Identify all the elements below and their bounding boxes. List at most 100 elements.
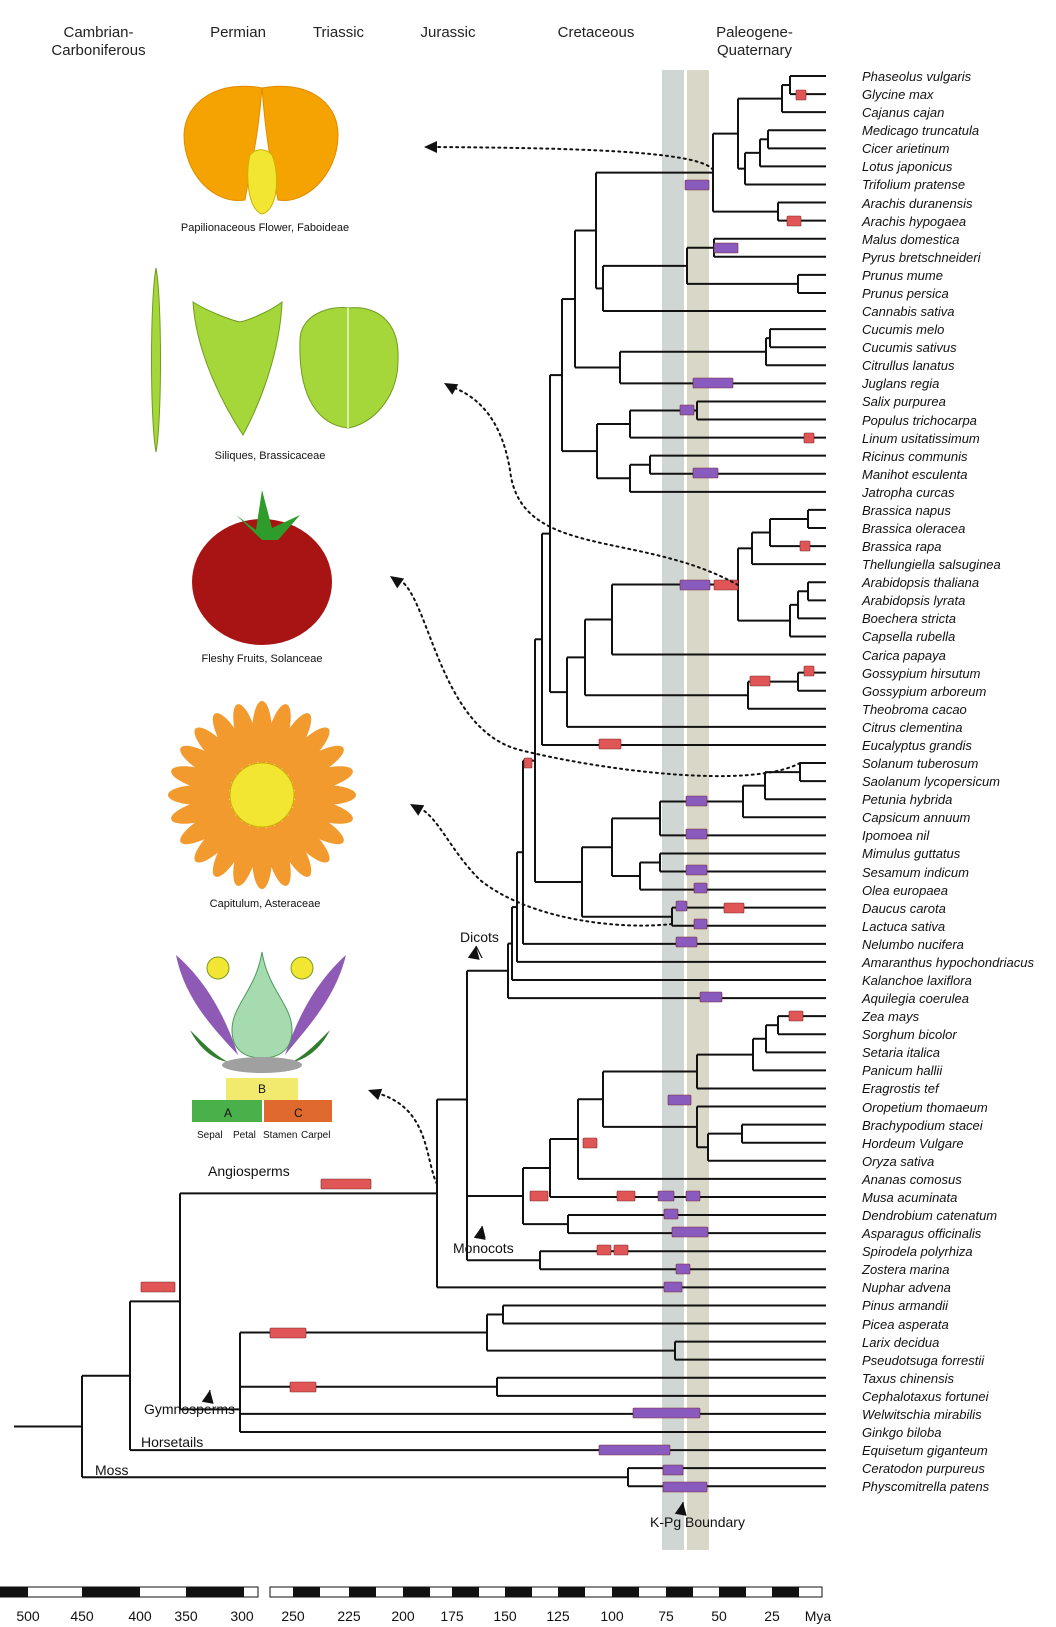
- red-duplication-marker: [597, 1245, 611, 1255]
- species-label: Linum usitatissimum: [862, 431, 980, 446]
- red-duplication-marker: [583, 1138, 597, 1148]
- scale-bar-segment: [452, 1587, 479, 1597]
- species-label: Brassica rapa: [862, 539, 941, 554]
- axis-tick-label: 450: [70, 1608, 93, 1624]
- species-label: Arabidopsis lyrata: [862, 593, 965, 608]
- species-label: Sesamum indicum: [862, 865, 969, 880]
- species-label: Taxus chinensis: [862, 1371, 954, 1386]
- axis-tick-label: 400: [128, 1608, 151, 1624]
- purple-duplication-marker: [633, 1408, 700, 1418]
- species-label: Phaseolus vulgaris: [862, 69, 971, 84]
- species-label: Solanum tuberosum: [862, 756, 978, 771]
- species-label: Asparagus officinalis: [862, 1226, 981, 1241]
- purple-duplication-marker: [663, 1482, 707, 1492]
- scale-bar-segment: [0, 1587, 28, 1597]
- species-label: Carica papaya: [862, 648, 946, 663]
- arrowhead-icon: [410, 804, 424, 816]
- purple-duplication-marker: [700, 992, 722, 1002]
- abc-stamen-label: Stamen: [263, 1130, 297, 1141]
- species-label: Hordeum Vulgare: [862, 1136, 964, 1151]
- scale-bar-segment: [403, 1587, 430, 1597]
- species-label: Citrus clementina: [862, 720, 962, 735]
- species-label: Boechera stricta: [862, 611, 956, 626]
- species-label: Zostera marina: [862, 1262, 949, 1277]
- dotted-arrow-legume: [436, 147, 713, 170]
- species-label: Malus domestica: [862, 232, 960, 247]
- purple-duplication-marker: [680, 405, 694, 415]
- abc-a-label: A: [224, 1106, 232, 1120]
- red-duplication-marker: [321, 1179, 371, 1189]
- purple-duplication-marker: [672, 1227, 708, 1237]
- species-label: Physcomitrella patens: [862, 1479, 989, 1494]
- carpel-icon: [232, 952, 292, 1058]
- species-label: Arabidopsis thaliana: [862, 575, 979, 590]
- purple-duplication-marker: [686, 1191, 700, 1201]
- species-label: Nelumbo nucifera: [862, 937, 964, 952]
- scale-bar-segment: [558, 1587, 585, 1597]
- species-label: Pinus armandii: [862, 1298, 948, 1313]
- species-label: Lotus japonicus: [862, 159, 952, 174]
- species-label: Eucalyptus grandis: [862, 738, 972, 753]
- species-label: Panicum hallii: [862, 1063, 942, 1078]
- pointer-head-icon: [468, 946, 480, 960]
- species-label: Equisetum giganteum: [862, 1443, 988, 1458]
- scale-bar-segment: [612, 1587, 639, 1597]
- species-label: Capsella rubella: [862, 629, 955, 644]
- species-label: Cicer arietinum: [862, 141, 949, 156]
- species-label: Picea asperata: [862, 1317, 949, 1332]
- red-duplication-marker: [787, 216, 801, 226]
- species-label: Oropetium thomaeum: [862, 1100, 988, 1115]
- species-label: Trifolium pratense: [862, 177, 965, 192]
- clade-horsetails: Horsetails: [141, 1434, 203, 1450]
- species-label: Eragrostis tef: [862, 1081, 939, 1096]
- abc-sepal-label: Sepal: [197, 1130, 223, 1141]
- axis-tick-label: 100: [600, 1608, 623, 1624]
- purple-duplication-marker: [693, 378, 733, 388]
- purple-duplication-marker: [693, 468, 718, 478]
- silicle-icon: [193, 302, 282, 435]
- axis-tick-label: 350: [174, 1608, 197, 1624]
- silique-icon: [152, 268, 161, 452]
- anther-right-icon: [291, 957, 313, 979]
- axis-tick-label: 150: [493, 1608, 516, 1624]
- species-label: Ceratodon purpureus: [862, 1461, 985, 1476]
- axis-tick-label: 125: [546, 1608, 569, 1624]
- scale-bar-segment: [186, 1587, 244, 1597]
- dotted-arrow-angiosperm: [380, 1094, 437, 1184]
- red-duplication-marker: [750, 676, 770, 686]
- clade-monocots: Monocots: [453, 1240, 514, 1256]
- species-label: Ginkgo biloba: [862, 1425, 942, 1440]
- red-duplication-marker: [270, 1328, 306, 1338]
- purple-duplication-marker: [664, 1282, 682, 1292]
- species-label: Dendrobium catenatum: [862, 1208, 997, 1223]
- dotted-arrow-asteraceae: [420, 808, 672, 926]
- purple-duplication-marker: [676, 1264, 690, 1274]
- species-label: Salix purpurea: [862, 394, 946, 409]
- red-duplication-marker: [141, 1282, 175, 1292]
- red-duplication-marker: [804, 666, 814, 676]
- purple-duplication-marker: [714, 580, 738, 590]
- abc-c-label: C: [294, 1106, 303, 1120]
- species-label: Manihot esculenta: [862, 467, 968, 482]
- purple-duplication-marker: [658, 1191, 674, 1201]
- species-label: Thellungiella salsuginea: [862, 557, 1001, 572]
- red-duplication-marker: [800, 541, 810, 551]
- scale-bar-segment: [719, 1587, 746, 1597]
- species-label: Pyrus bretschneideri: [862, 250, 981, 265]
- scale-bar-segment: [666, 1587, 693, 1597]
- caption-papilionaceous: Papilionaceous Flower, Faboideae: [181, 222, 349, 234]
- purple-duplication-marker: [663, 1465, 683, 1475]
- scale-bar-segment: [293, 1587, 320, 1597]
- species-label: Medicago truncatula: [862, 123, 979, 138]
- species-label: Ricinus communis: [862, 449, 967, 464]
- species-label: Pseudotsuga forrestii: [862, 1353, 984, 1368]
- purple-duplication-marker: [664, 1209, 678, 1219]
- red-duplication-marker: [524, 758, 532, 768]
- red-duplication-marker: [789, 1011, 803, 1021]
- species-label: Theobroma cacao: [862, 702, 967, 717]
- scale-bar-segment: [505, 1587, 532, 1597]
- species-label: Welwitschia mirabilis: [862, 1407, 982, 1422]
- flower-keel: [248, 150, 277, 214]
- clade-angiosperms: Angiosperms: [208, 1163, 290, 1179]
